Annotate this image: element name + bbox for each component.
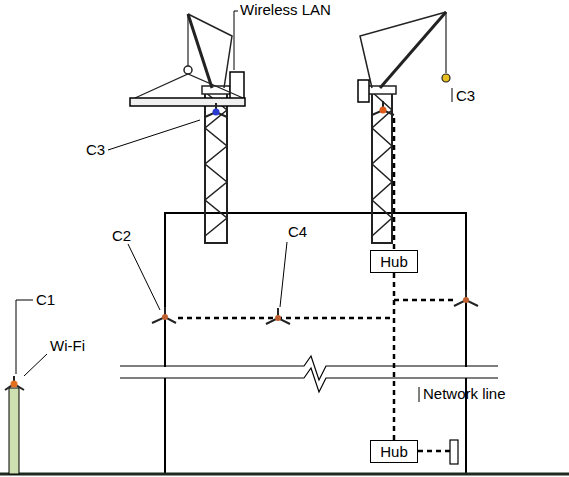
camera-body bbox=[463, 297, 469, 303]
camera-symbol bbox=[152, 307, 176, 323]
callout-label: C3 bbox=[456, 88, 475, 105]
hub-box: Hub bbox=[370, 440, 418, 463]
leader-line bbox=[24, 354, 47, 376]
camera-body bbox=[380, 107, 387, 114]
wifi-antenna bbox=[5, 376, 24, 390]
hub-box: Hub bbox=[370, 250, 418, 273]
hoist-rope bbox=[445, 12, 446, 73]
network-device bbox=[450, 440, 458, 464]
callout-label: C2 bbox=[112, 228, 131, 245]
crane-load bbox=[130, 98, 245, 106]
crane-tie bbox=[360, 12, 446, 88]
building-outline bbox=[165, 213, 466, 474]
network-connector bbox=[393, 273, 396, 440]
network-line bbox=[178, 317, 394, 320]
mast-lattice bbox=[205, 92, 227, 236]
callout-label: C4 bbox=[288, 224, 307, 241]
break-line bbox=[120, 356, 498, 380]
leader-line bbox=[419, 387, 420, 402]
crane-hook bbox=[442, 74, 450, 82]
crane-jib bbox=[380, 12, 446, 88]
ground-line bbox=[0, 473, 569, 476]
camera-pole bbox=[9, 388, 19, 474]
camera-symbol bbox=[205, 103, 227, 117]
break-gap bbox=[118, 367, 500, 378]
callout-label: C3 bbox=[86, 142, 105, 159]
camera-symbol bbox=[454, 290, 478, 306]
camera-body bbox=[11, 381, 18, 388]
callout-label: Wi-Fi bbox=[50, 338, 85, 355]
leader-line bbox=[452, 88, 453, 102]
network-line bbox=[394, 299, 454, 302]
hub-label: Hub bbox=[380, 254, 408, 269]
leader-line bbox=[234, 11, 238, 70]
crane-mast bbox=[205, 92, 227, 243]
leader-line bbox=[280, 242, 287, 307]
sling bbox=[135, 74, 243, 98]
wireless-lan-unit bbox=[358, 80, 369, 102]
camera-symbol bbox=[266, 308, 290, 324]
hub-label: Hub bbox=[380, 444, 408, 459]
network-line bbox=[393, 118, 396, 250]
camera-body bbox=[162, 314, 168, 320]
network-line bbox=[418, 450, 450, 453]
callout-label: Network line bbox=[423, 386, 506, 403]
crane-jib bbox=[188, 14, 212, 88]
callout-label: C1 bbox=[36, 292, 55, 309]
leader-line bbox=[108, 120, 200, 150]
hoist-rope bbox=[187, 14, 188, 66]
leader-line bbox=[128, 244, 160, 310]
leader-line bbox=[16, 300, 33, 374]
crane-hook bbox=[184, 66, 192, 74]
camera-body bbox=[213, 109, 220, 116]
callout-label: Wireless LAN bbox=[240, 2, 331, 19]
camera-symbol bbox=[372, 101, 394, 115]
camera-body bbox=[275, 315, 281, 321]
